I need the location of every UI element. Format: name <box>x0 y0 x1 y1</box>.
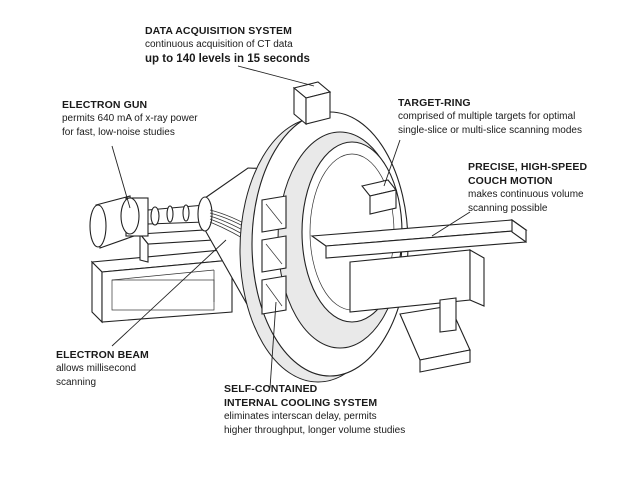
data-acquisition-box <box>292 81 332 126</box>
target-ring-line1: comprised of multiple targets for optima… <box>398 111 576 122</box>
target-ring-box <box>361 179 397 215</box>
electron-gun-line2: for fast, low-noise studies <box>62 127 175 138</box>
label-data-acquisition: DATA ACQUISITION SYSTEM continuous acqui… <box>145 24 310 66</box>
label-cooling-system: SELF-CONTAINED INTERNAL COOLING SYSTEM e… <box>224 382 405 438</box>
leader-electron-beam <box>111 239 227 347</box>
cooling-system-title2: INTERNAL COOLING SYSTEM <box>224 397 378 409</box>
data-acquisition-line1: continuous acquisition of CT data <box>145 39 293 50</box>
electron-beam-title: ELECTRON BEAM <box>56 349 149 361</box>
cooling-system-line1: eliminates interscan delay, permits <box>224 411 377 422</box>
leader-cooling-system <box>269 301 277 389</box>
couch-motion-line2: scanning possible <box>468 203 548 214</box>
cooling-system-title1: SELF-CONTAINED <box>224 383 318 395</box>
data-acquisition-title: DATA ACQUISITION SYSTEM <box>145 25 292 37</box>
data-acquisition-line2: up to 140 levels in 15 seconds <box>145 53 310 65</box>
couch-motion-title2: COUCH MOTION <box>468 175 553 187</box>
electron-gun-line1: permits 640 mA of x-ray power <box>62 113 198 124</box>
electron-gun <box>89 195 206 249</box>
electron-gun-title: ELECTRON GUN <box>62 99 148 111</box>
label-electron-gun: ELECTRON GUN permits 640 mA of x-ray pow… <box>62 98 198 140</box>
label-target-ring: TARGET-RING comprised of multiple target… <box>398 96 582 138</box>
cooling-system-line2: higher throughput, longer volume studies <box>224 425 406 436</box>
leader-target-ring <box>383 139 401 187</box>
leader-data-acquisition <box>237 65 315 87</box>
target-ring-title: TARGET-RING <box>398 97 471 109</box>
leader-couch-motion <box>431 211 471 237</box>
target-ring-line2: single-slice or multi-slice scanning mod… <box>398 125 582 136</box>
label-electron-beam: ELECTRON BEAM allows millisecond scannin… <box>56 348 149 390</box>
gun-stand <box>90 229 234 324</box>
electron-beam-line1: allows millisecond <box>56 363 137 374</box>
leader-electron-gun <box>111 145 131 209</box>
electron-beam-line2: scanning <box>56 377 97 388</box>
couch-motion-line1: makes continuous volume <box>468 189 584 200</box>
label-couch-motion: PRECISE, HIGH-SPEED COUCH MOTION makes c… <box>468 160 587 216</box>
patient-couch <box>310 218 528 373</box>
couch-motion-title1: PRECISE, HIGH-SPEED <box>468 161 588 173</box>
